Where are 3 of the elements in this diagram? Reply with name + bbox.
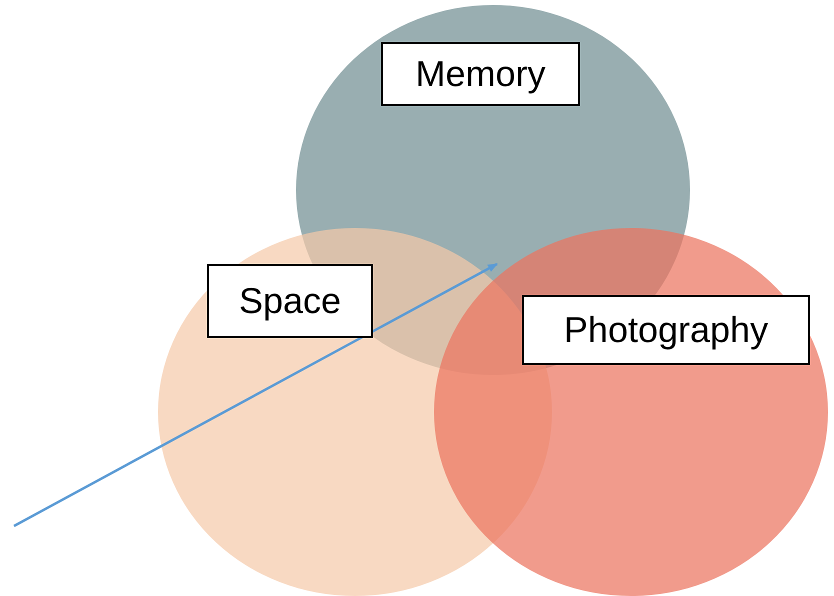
label-box: Space <box>207 264 373 338</box>
label-box: Photography <box>522 295 810 365</box>
label-box: Memory <box>381 42 580 106</box>
